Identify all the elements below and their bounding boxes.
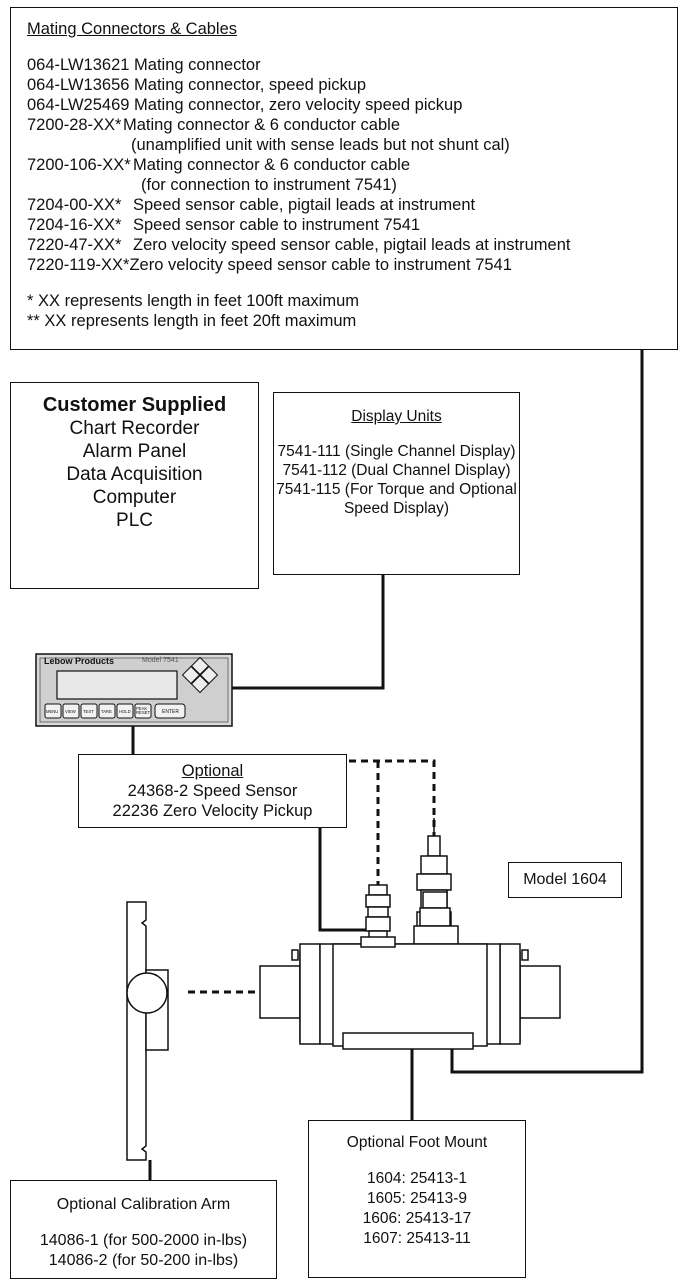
mating-desc: Speed sensor cable to instrument 7541 xyxy=(133,216,421,234)
mating-item: (unamplified unit with sense leads but n… xyxy=(27,135,677,155)
foot-item: 1605: 25413-9 xyxy=(367,1190,467,1207)
mating-pn: 7220-119-XX* xyxy=(27,256,130,274)
customer-item: Alarm Panel xyxy=(82,441,187,462)
mating-item: (for connection to instrument 7541) xyxy=(27,175,677,195)
view-button: VIEW xyxy=(65,709,76,714)
instrument-7541 xyxy=(35,653,233,727)
customer-item: PLC xyxy=(116,510,153,531)
mating-item: 7204-00-XX* Speed sensor cable, pigtail l… xyxy=(27,195,677,215)
foot-item: 1607: 25413-11 xyxy=(363,1230,471,1247)
mating-desc: Zero velocity speed sensor cable to inst… xyxy=(129,256,512,274)
optional-speed-sensor-panel: Optional 24368-2 Speed Sensor 22236 Zero… xyxy=(78,754,347,828)
torque-sensor-body xyxy=(259,936,561,1050)
cable-optional-to-speed xyxy=(318,828,378,932)
calib-item: 14086-1 (for 500-2000 in-lbs) xyxy=(39,1232,248,1249)
optional-title: Optional xyxy=(181,762,244,780)
display-item: Speed Display) xyxy=(343,500,450,517)
mating-connectors-panel: Mating Connectors & Cables 064-LW13621 M… xyxy=(10,7,678,350)
mating-item: 7200-28-XX*Mating connector & 6 conducto… xyxy=(27,115,677,135)
peak-reset-button: PEAK RESET xyxy=(136,706,150,715)
mating-pn: 7204-00-XX* xyxy=(27,196,122,214)
mating-desc: Mating connector, speed pickup xyxy=(134,76,367,94)
customer-title: Customer Supplied xyxy=(42,394,227,416)
calib-title: Optional Calibration Arm xyxy=(56,1196,231,1213)
calib-item: 14086-2 (for 50-200 in-lbs) xyxy=(48,1252,239,1269)
model-label: Model 1604 xyxy=(508,862,622,898)
mating-pn xyxy=(27,135,131,155)
mating-title: Mating Connectors & Cables xyxy=(27,20,238,38)
optional-item: 24368-2 Speed Sensor xyxy=(127,782,298,800)
mating-pn: 7200-28-XX* xyxy=(27,116,122,134)
mating-desc: (unamplified unit with sense leads but n… xyxy=(131,136,510,154)
mating-desc: Mating connector & 6 conductor cable xyxy=(123,116,400,134)
mating-item: 7220-119-XX*Zero velocity speed sensor c… xyxy=(27,255,677,275)
mating-desc: Mating connector, zero velocity speed pi… xyxy=(134,96,463,114)
mating-item: 064-LW13621 Mating connector xyxy=(27,55,677,75)
foot-item: 1606: 25413-17 xyxy=(362,1210,472,1227)
enter-button: ENTER xyxy=(162,709,179,715)
mating-pn: 064-LW25469 xyxy=(27,96,130,114)
mating-desc: Mating connector & 6 conductor cable xyxy=(133,156,410,174)
customer-item: Computer xyxy=(92,487,177,508)
mating-pn: 7220-47-XX* xyxy=(27,236,122,254)
mating-item: 7200-106-XX*Mating connector & 6 conduct… xyxy=(27,155,677,175)
model-text: Model 1604 xyxy=(523,871,607,888)
mating-desc: (for connection to instrument 7541) xyxy=(141,176,397,194)
mating-item: 7204-16-XX* Speed sensor cable to instrum… xyxy=(27,215,677,235)
test-button: TEST xyxy=(83,709,94,714)
calibration-arm-panel: Optional Calibration Arm 14086-1 (for 50… xyxy=(10,1180,277,1279)
menu-button: MENU xyxy=(46,709,59,714)
mating-note-1: * XX represents length in feet 100ft max… xyxy=(27,292,359,310)
foot-mount-panel: Optional Foot Mount 1604: 25413-1 1605: … xyxy=(308,1120,526,1278)
mating-note-2: ** XX represents length in feet 20ft max… xyxy=(27,312,357,330)
calibration-arm xyxy=(126,901,169,1161)
tare-button: TARE xyxy=(101,709,112,714)
mating-pn: 064-LW13621 xyxy=(27,56,130,74)
display-title: Display Units xyxy=(351,408,442,425)
mating-pn: 064-LW13656 xyxy=(27,76,130,94)
mating-item: 7220-47-XX* Zero velocity speed sensor ca… xyxy=(27,235,677,255)
display-item: 7541-112 (Dual Channel Display) xyxy=(282,462,511,479)
hold-button: HOLD xyxy=(119,709,131,714)
instrument-button-labels: MENU VIEW TEST TARE HOLD PEAK RESET ENTE… xyxy=(45,706,231,719)
customer-item: Data Acquisition xyxy=(66,464,203,485)
mating-desc: Zero velocity speed sensor cable, pigtai… xyxy=(133,236,571,254)
instrument-brand: Lebow Products xyxy=(44,656,115,666)
mating-desc: Mating connector xyxy=(134,56,261,74)
optional-item: 22236 Zero Velocity Pickup xyxy=(112,802,313,820)
mating-desc: Speed sensor cable, pigtail leads at ins… xyxy=(133,196,476,214)
instrument-model: Model 7541 xyxy=(142,657,179,664)
foot-title: Optional Foot Mount xyxy=(346,1134,488,1151)
foot-item: 1604: 25413-1 xyxy=(367,1170,467,1187)
display-item: 7541-115 (For Torque and Optional xyxy=(276,481,517,498)
cable-display-to-instrument xyxy=(232,575,385,690)
display-units-panel: Display Units 7541-111 (Single Channel D… xyxy=(273,392,520,575)
mating-item: 064-LW13656 Mating connector, speed pick… xyxy=(27,75,677,95)
mating-pn: 7204-16-XX* xyxy=(27,216,122,234)
customer-supplied-panel: Customer Supplied Chart Recorder Alarm P… xyxy=(10,382,259,589)
mating-item: 064-LW25469 Mating connector, zero veloc… xyxy=(27,95,677,115)
display-item: 7541-111 (Single Channel Display) xyxy=(277,443,516,460)
customer-item: Chart Recorder xyxy=(69,418,200,439)
mating-pn: 7200-106-XX* xyxy=(27,156,131,174)
mating-pn xyxy=(27,175,141,195)
